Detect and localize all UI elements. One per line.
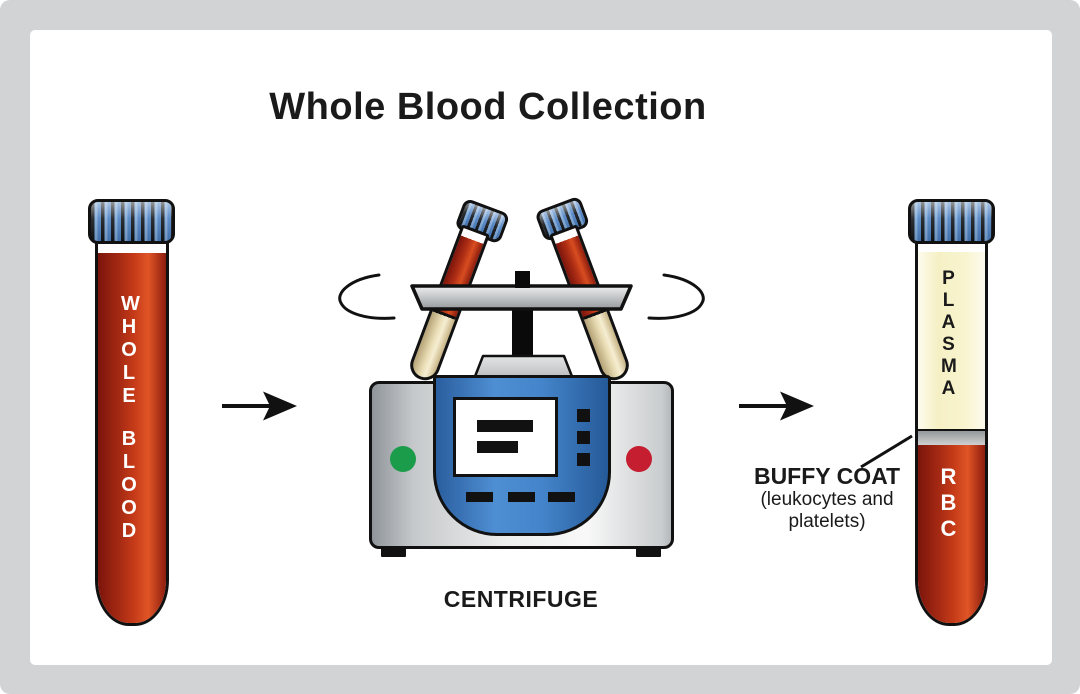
green-power-button	[390, 446, 416, 472]
centrifuge-foot	[636, 548, 661, 557]
buffy-coat-title: BUFFY COAT	[753, 463, 901, 489]
tube-cap-icon	[88, 199, 175, 244]
indicator-square	[577, 453, 590, 466]
plasma-layer	[918, 252, 985, 429]
display-text-bar	[477, 441, 518, 453]
whole-label: WHOLE	[121, 293, 140, 407]
panel-button	[508, 492, 535, 502]
diagram-card	[30, 30, 1052, 665]
buffy-coat-sub1: (leukocytes and	[760, 489, 894, 510]
centrifuge-label: CENTRIFUGE	[443, 586, 599, 612]
indicator-square	[577, 409, 590, 422]
blood-label: BLOOD	[121, 428, 137, 542]
whole-blood-tube	[95, 237, 169, 626]
red-stop-button	[626, 446, 652, 472]
buffy-coat-annotation: BUFFY COAT (leukocytes and platelets)	[737, 464, 917, 533]
buffy-coat-sub2: platelets)	[788, 511, 866, 532]
rbc-layer	[918, 445, 985, 623]
whole-blood-fill	[98, 253, 166, 623]
panel-button	[548, 492, 575, 502]
rbc-label: RBC	[940, 464, 957, 541]
plasma-label: PLASMA	[941, 268, 957, 399]
tube-cap-icon	[908, 199, 995, 244]
centrifuge-display-screen	[453, 397, 558, 477]
page-title: Whole Blood Collection	[269, 86, 707, 128]
panel-button	[466, 492, 493, 502]
centrifuge-foot	[381, 548, 406, 557]
display-text-bar	[477, 420, 533, 432]
indicator-square	[577, 431, 590, 444]
